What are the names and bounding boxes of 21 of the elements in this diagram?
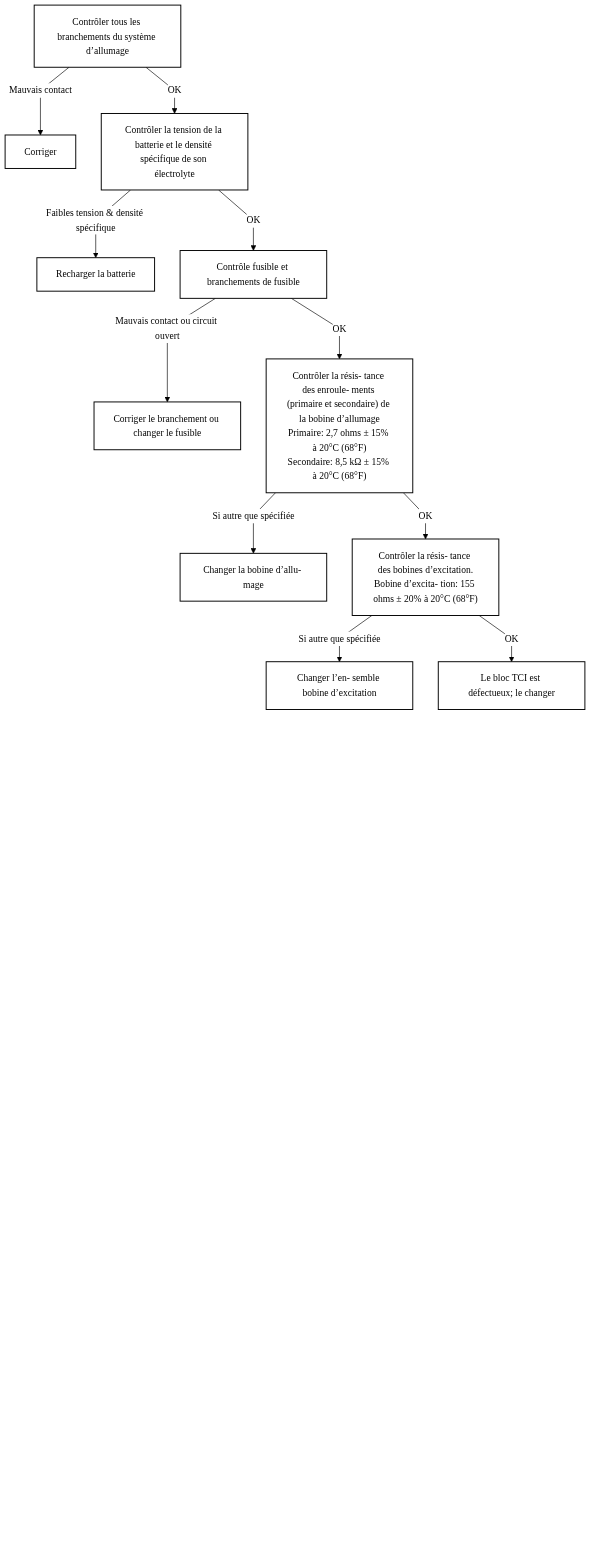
edge-label: Si autre que spécifiée <box>212 510 295 521</box>
node-box: Corriger le branchement ou changer le fusible <box>93 401 242 451</box>
node-box: Changer la bobine d’allu- mage <box>179 552 328 602</box>
node-box: Contrôler tous les branchements du système d’allumage <box>33 4 182 68</box>
edge-label: Si autre que spécifiée <box>298 633 381 644</box>
edge-label: Mauvais contact <box>8 85 72 96</box>
edge-label: OK <box>332 323 347 334</box>
node-box: Contrôler la résis- tance des bobines d’excitation. Bobine d’excita- tion: 155 ohms ± 20% à 20°C (68°F) <box>351 538 500 616</box>
node-box: Changer l’en- semble bobine d’excitation <box>265 661 414 710</box>
node-box: Recharger la batterie <box>36 257 156 292</box>
node-box: Contrôler la tension de la batterie et le densité spécifique de son électrolyte <box>100 113 249 191</box>
edge-label: OK <box>504 633 519 644</box>
edge-label: Faibles tension & densité spécifique <box>46 207 144 233</box>
edge-label: OK <box>167 85 182 96</box>
edge-label: OK <box>246 214 261 226</box>
node-box: Contrôler la résis- tance des enroule- ments (primaire et secondaire) de la bobine d’allumage Primaire: 2,7 ohms ± 15% à 20°C (68°F) Secondaire: 8,5 kΩ ± 15% à 20°C (68°F) <box>265 358 414 494</box>
edge-label: OK <box>418 510 433 521</box>
node-box: Corriger <box>4 134 77 169</box>
node-box: Le bloc TCI est défectueux; le changer <box>437 661 586 710</box>
node-box: Contrôle fusible et branchements de fusible <box>179 250 328 299</box>
edge-label: Mauvais contact ou circuit ouvert <box>115 316 217 341</box>
